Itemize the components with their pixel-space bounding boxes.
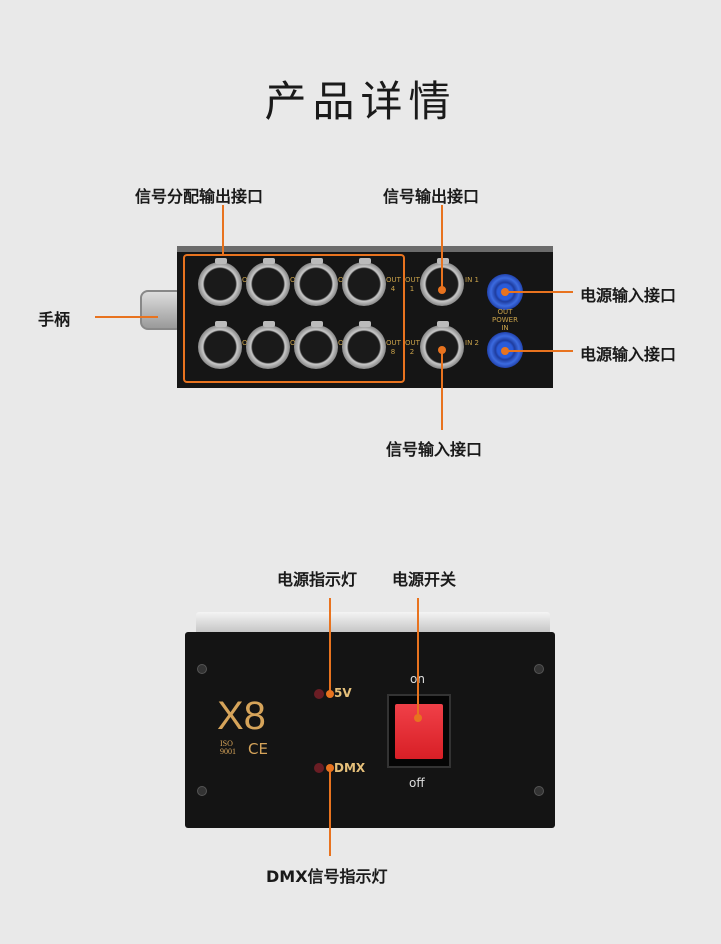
dmx-label: DMX	[334, 761, 366, 775]
label-signal-input: 信号输入接口	[386, 440, 483, 459]
leader-line	[505, 291, 573, 293]
leader-line	[329, 768, 331, 856]
xlr-output-connector	[342, 321, 386, 369]
label-power-switch: 电源开关	[392, 570, 457, 589]
leader-line	[505, 350, 573, 352]
dmx-led	[314, 763, 324, 773]
label-dmx-led: DMX信号指示灯	[266, 867, 388, 886]
xlr-output-connector	[342, 258, 386, 306]
leader-dot	[414, 714, 422, 722]
thru-label: OUT 1	[405, 276, 420, 293]
front-panel	[185, 632, 555, 828]
label-signal-output: 信号输出接口	[383, 187, 480, 206]
power-switch[interactable]	[387, 694, 451, 768]
thru-label: IN 2	[465, 339, 479, 347]
xlr-output-connector	[198, 321, 242, 369]
leader-dot	[326, 764, 334, 772]
output-label: OUT 4	[386, 276, 401, 293]
thru-label: OUT 2	[405, 339, 420, 356]
leader-line	[441, 205, 443, 290]
leader-line	[222, 205, 224, 255]
leader-line	[95, 316, 158, 318]
xlr-output-connector	[294, 258, 338, 306]
5v-label: 5V	[334, 686, 352, 700]
label-power-led: 电源指示灯	[277, 570, 358, 589]
xlr-output-connector	[246, 258, 290, 306]
xlr-output-connector	[198, 258, 242, 306]
label-handle: 手柄	[38, 310, 71, 329]
page-title: 产品详情	[264, 77, 457, 126]
xlr-output-connector	[294, 321, 338, 369]
thru-label: IN 1	[465, 276, 479, 284]
switch-rocker[interactable]	[395, 704, 443, 759]
power-text: POWER	[492, 316, 518, 324]
label-power-input-1: 电源输入接口	[580, 286, 677, 305]
switch-off-label: off	[409, 776, 425, 790]
power-out-text: OUT	[497, 308, 513, 316]
leader-dot	[438, 346, 446, 354]
output-label: OUT 8	[386, 339, 401, 356]
screw-icon	[534, 786, 544, 796]
screw-icon	[534, 664, 544, 674]
leader-dot	[501, 288, 509, 296]
label-distribution-outputs: 信号分配输出接口	[135, 187, 264, 206]
xlr-output-connector	[246, 321, 290, 369]
ce-mark: CE	[248, 740, 268, 758]
model-logo: X8	[217, 694, 266, 738]
power-in-text: IN	[501, 324, 509, 332]
distribution-highlight-box	[183, 254, 405, 383]
iso-mark: ISO 9001	[220, 739, 236, 756]
screw-icon	[197, 786, 207, 796]
leader-line	[329, 598, 331, 694]
leader-dot	[501, 347, 509, 355]
leader-dot	[438, 286, 446, 294]
leader-dot	[326, 690, 334, 698]
5v-led	[314, 689, 324, 699]
leader-line	[441, 350, 443, 430]
handle	[140, 290, 184, 330]
label-power-input-2: 电源输入接口	[580, 345, 677, 364]
leader-line	[417, 598, 419, 716]
screw-icon	[197, 664, 207, 674]
